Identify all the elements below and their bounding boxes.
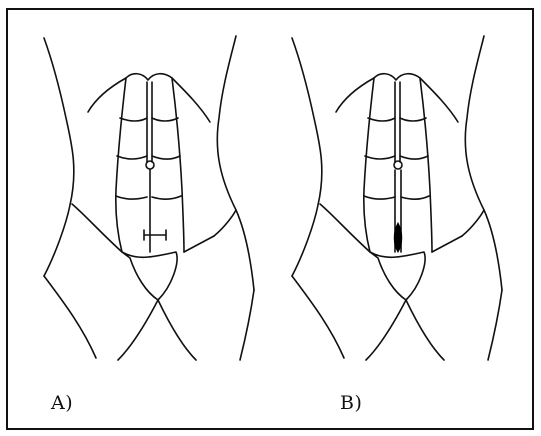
panel-b-right-groin-line [432, 236, 462, 252]
panel-a-left-body-contour [44, 38, 74, 276]
panel-b-intersection-2 [365, 156, 428, 159]
panel-a-intersection-1 [120, 118, 178, 121]
panel-b-right-body-contour [465, 36, 502, 290]
panel-b-midline-upper [395, 82, 400, 162]
panel-a-midline-upper [147, 82, 152, 162]
panel-b-intersection-3 [364, 196, 429, 199]
panel-a-right-inguinal-line [214, 210, 236, 236]
panel-b-torso [292, 36, 502, 360]
panel-a-suture-mark [144, 230, 166, 240]
panel-b-umbilicus [394, 161, 402, 169]
panel-a-right-groin-line [184, 236, 214, 252]
panel-b-rectus-left-edge [364, 78, 374, 252]
panel-b-left-inguinal-line [320, 204, 370, 252]
panel-a-umbilicus [146, 161, 154, 169]
panel-a-left-inner-thigh [118, 300, 158, 360]
panel-a-left-chest-line [88, 78, 126, 112]
panel-b-left-inner-thigh [366, 300, 406, 360]
panel-a-left-inguinal-line [72, 204, 122, 252]
panel-b-right-inguinal-line [462, 210, 484, 236]
panel-a-torso [44, 36, 254, 360]
panel-a-intersection-2 [117, 156, 180, 159]
panel-b-left-chest-line [336, 78, 374, 112]
panel-a-right-chest-line [172, 78, 210, 122]
panel-a-pubic-triangle [122, 252, 177, 300]
panel-b-right-thigh-line [488, 290, 502, 360]
panel-a-right-thigh-line [240, 290, 254, 360]
panel-a-intersection-3 [116, 196, 181, 199]
panel-a-right-inner-thigh [158, 300, 196, 360]
panel-b-right-inner-thigh [406, 300, 444, 360]
panel-b-left-body-contour [292, 38, 322, 276]
panel-a-left-thigh-line [44, 276, 96, 358]
panel-a-rectus-left-edge [116, 78, 126, 252]
panel-b-pubic-triangle [370, 252, 425, 300]
panel-b-left-thigh-line [292, 276, 344, 358]
panel-a-rectus-top-outline [126, 74, 184, 252]
panel-b-rectus-top-outline [374, 74, 432, 252]
panel-b-intersection-1 [368, 118, 426, 121]
panel-b-label: B) [340, 392, 362, 414]
panel-a-label: A) [51, 392, 73, 414]
panel-a-right-body-contour [217, 36, 254, 290]
panel-b-right-chest-line [420, 78, 458, 122]
